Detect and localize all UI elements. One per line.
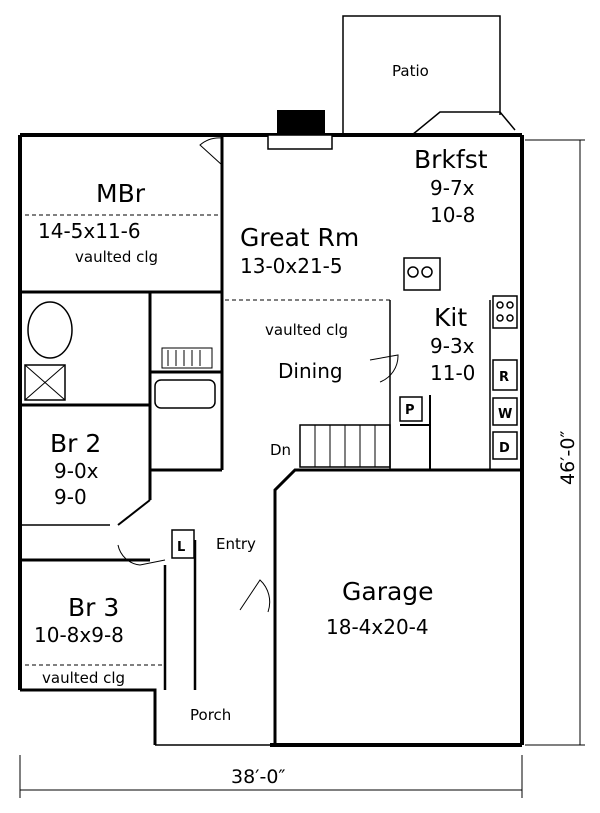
kit-label: Kit [434,303,467,332]
porch-label: Porch [190,706,231,724]
br2-label: Br 2 [50,429,101,458]
dining-label: Dining [278,359,343,383]
garage-dims: 18-4x20-4 [326,615,429,639]
mbr-label: MBr [96,179,146,208]
stair-label: Dn [270,441,291,459]
entry-label: Entry [216,535,256,553]
kit-dim2: 11-0 [430,361,475,385]
linen-label: L [177,540,185,555]
fireplace [267,110,333,150]
width-dimension: 38′-0″ [231,766,286,788]
brkfst-dim1: 9-7x [430,176,475,200]
br3-note: vaulted clg [42,669,125,687]
room-labels: Patio Brkfst 9-7x 10-8 MBr 14-5x11-6 vau… [34,62,512,724]
mbr-dims: 14-5x11-6 [38,219,141,243]
br2-dim1: 9-0x [54,459,99,483]
washer-label: W [498,407,512,422]
brkfst-label: Brkfst [414,145,488,174]
brkfst-dim2: 10-8 [430,203,475,227]
pantry-label: P [405,403,415,418]
kitchen-fixtures [171,257,518,559]
patio-label: Patio [392,62,429,80]
dimension-lines [19,139,585,798]
range-label: R [499,370,509,385]
br3-label: Br 3 [68,593,119,622]
dining-note: vaulted clg [265,321,348,339]
walls [18,15,524,747]
br2-dim2: 9-0 [54,485,87,509]
garage-label: Garage [342,577,434,606]
dryer-label: D [499,441,510,456]
mbr-note: vaulted clg [75,248,158,266]
depth-dimension: 46′-0″ [557,430,579,485]
br3-dims: 10-8x9-8 [34,623,124,647]
kit-dim1: 9-3x [430,334,475,358]
great-rm-dims: 13-0x21-5 [240,254,343,278]
great-rm-label: Great Rm [240,223,359,252]
